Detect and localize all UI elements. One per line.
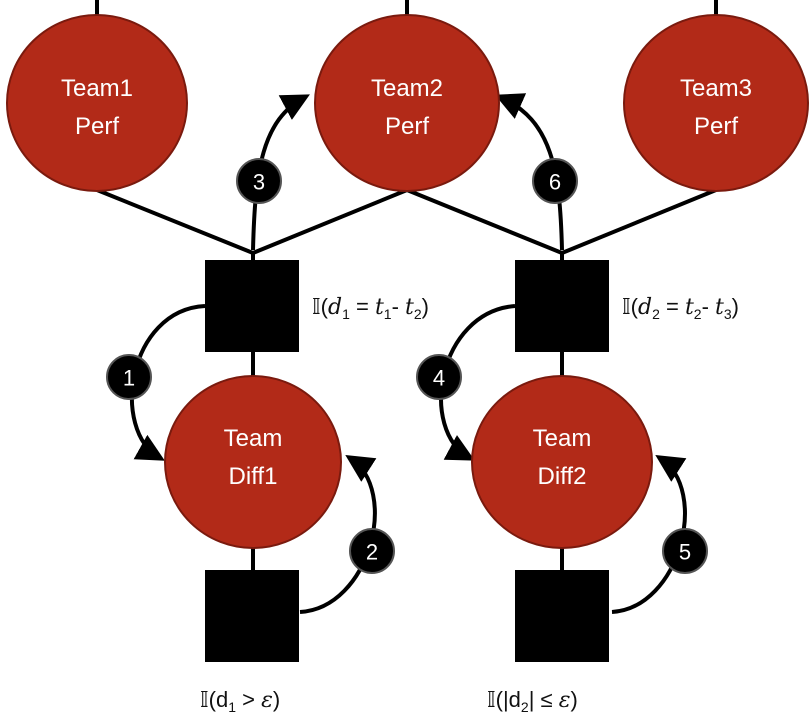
message-badge-1: 1 <box>106 354 152 400</box>
edge-team1-factor1 <box>96 188 254 255</box>
team-diff2-line1: Team <box>533 425 592 452</box>
draw-factor-label: 𝕀(|d2| ≤ ε) <box>487 687 578 715</box>
top-edges <box>95 0 718 16</box>
win-factor-label: 𝕀(d1 > ε) <box>200 687 280 715</box>
difference-factor-2-label: 𝕀(d2 = t2- t3) <box>622 294 739 322</box>
message-badge-4: 4 <box>416 354 462 400</box>
team2-perf-line1: Team2 <box>371 75 443 102</box>
team3-perf-line1: Team3 <box>680 75 752 102</box>
team1-perf-line1: Team1 <box>61 75 133 102</box>
team1-perf-line2: Perf <box>75 113 119 140</box>
message-number-6: 6 <box>549 170 561 195</box>
variable-nodes: Team1 Perf Team2 Perf Team3 Perf Team Di… <box>6 14 809 549</box>
team-diff2-node: Team Diff2 <box>471 375 653 549</box>
win-factor <box>205 570 299 662</box>
edge-team2-factor1 <box>252 188 408 255</box>
message-badge-6: 6 <box>532 158 578 204</box>
factor-nodes <box>205 260 609 662</box>
message-number-1: 1 <box>123 366 135 391</box>
message-badges: 1 2 3 4 5 6 <box>106 158 708 574</box>
message-badge-2: 2 <box>349 528 395 574</box>
message-number-5: 5 <box>679 540 691 565</box>
draw-factor <box>515 570 609 662</box>
perf-factor-edges <box>96 188 717 570</box>
edge-team3-factor2 <box>561 188 717 255</box>
message-number-3: 3 <box>253 170 265 195</box>
team2-perf-line2: Perf <box>385 113 429 140</box>
message-badge-3: 3 <box>236 158 282 204</box>
team3-perf-node: Team3 Perf <box>623 14 809 192</box>
team3-perf-line2: Perf <box>694 113 738 140</box>
message-arrow-3 <box>251 94 310 251</box>
team1-perf-node: Team1 Perf <box>6 14 188 192</box>
message-badge-5: 5 <box>662 528 708 574</box>
team-diff2-line2: Diff2 <box>538 463 587 490</box>
message-number-4: 4 <box>433 366 445 391</box>
team-diff1-line2: Diff1 <box>229 463 278 490</box>
difference-factor-1 <box>205 260 299 352</box>
team-diff1-line1: Team <box>224 425 283 452</box>
team2-perf-node: Team2 Perf <box>314 14 500 192</box>
message-number-2: 2 <box>366 540 378 565</box>
difference-factor-2 <box>515 260 609 352</box>
message-arrow-6 <box>494 93 564 251</box>
difference-factor-1-label: 𝕀(d1 = t1- t2) <box>312 294 429 322</box>
edge-team2-factor2 <box>406 188 563 255</box>
team-diff1-node: Team Diff1 <box>164 375 342 549</box>
